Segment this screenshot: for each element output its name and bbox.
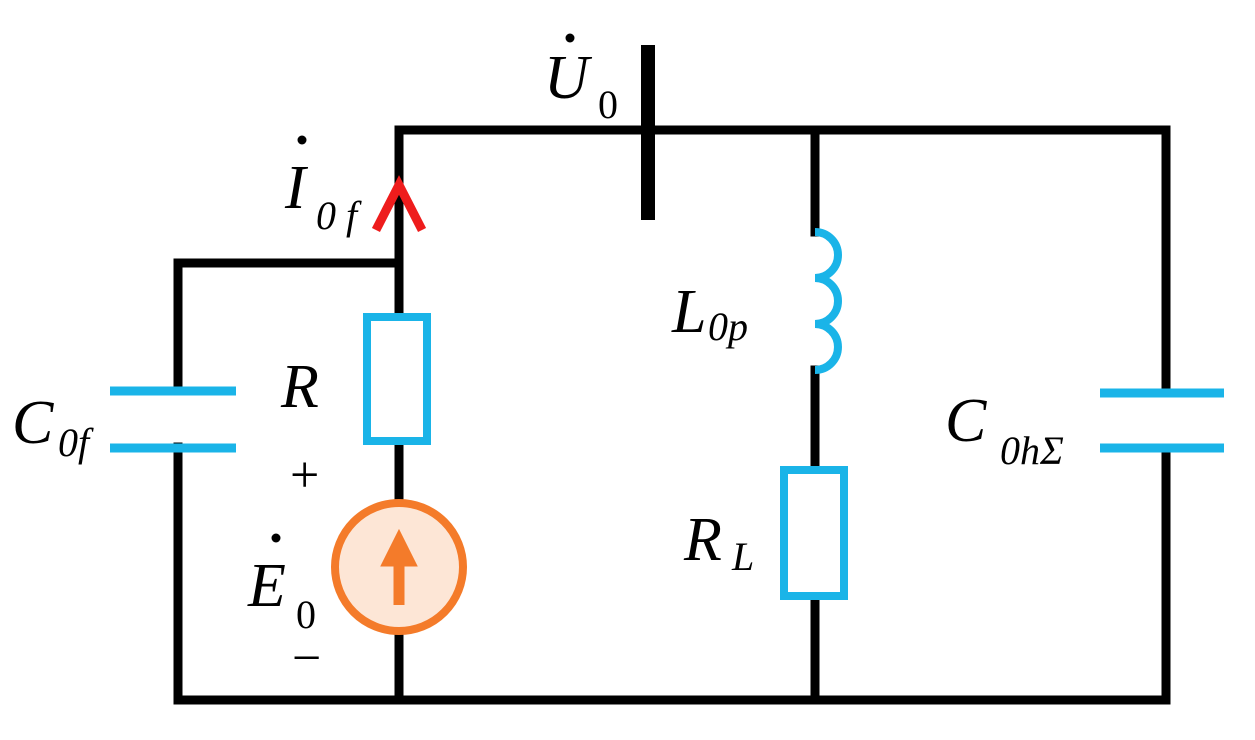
inductor-coil [814,228,842,374]
label-voltage-sub: 0 [598,82,618,127]
label-voltage-main: U [544,44,593,112]
label-minus: − [292,630,321,687]
label-inductor: L 0p [671,278,748,349]
label-capacitor-right: C 0hΣ [945,387,1064,473]
label-inductor-main: L [671,278,706,346]
label-voltage-dot [565,33,575,43]
wires [173,125,1171,705]
label-source: E 0 [247,533,316,637]
label-current-dot [297,135,307,145]
label-resistor-rl-main: R [683,506,722,574]
label-resistor-rl-sub: L [731,534,754,579]
voltage-source-arrow-head [380,528,418,567]
label-capacitor-left: C 0f [12,389,94,465]
label-current-main: I [284,154,309,222]
label-plus: + [290,447,319,504]
capacitor-left [110,386,236,453]
label-source-sub: 0 [296,592,316,637]
label-inductor-sub: 0p [708,304,748,349]
resistor-rl [780,466,848,600]
label-capacitor-left-main: C [12,389,54,457]
label-capacitor-right-main: C [945,387,987,455]
label-resistor-rl: R L [683,506,754,579]
label-source-dot [271,533,281,543]
current-arrow-icon [371,175,427,233]
resistor-r [363,313,431,445]
label-capacitor-left-sub: 0f [58,420,94,465]
label-current-sub: 0 f [316,193,362,238]
voltage-source [331,499,467,635]
label-source-main: E [247,552,286,620]
capacitor-right [1100,388,1224,453]
label-resistor-r: R [280,353,319,421]
label-current: I 0 f [284,135,362,238]
label-voltage: U 0 [544,33,618,127]
label-capacitor-right-sub: 0hΣ [1000,428,1064,473]
